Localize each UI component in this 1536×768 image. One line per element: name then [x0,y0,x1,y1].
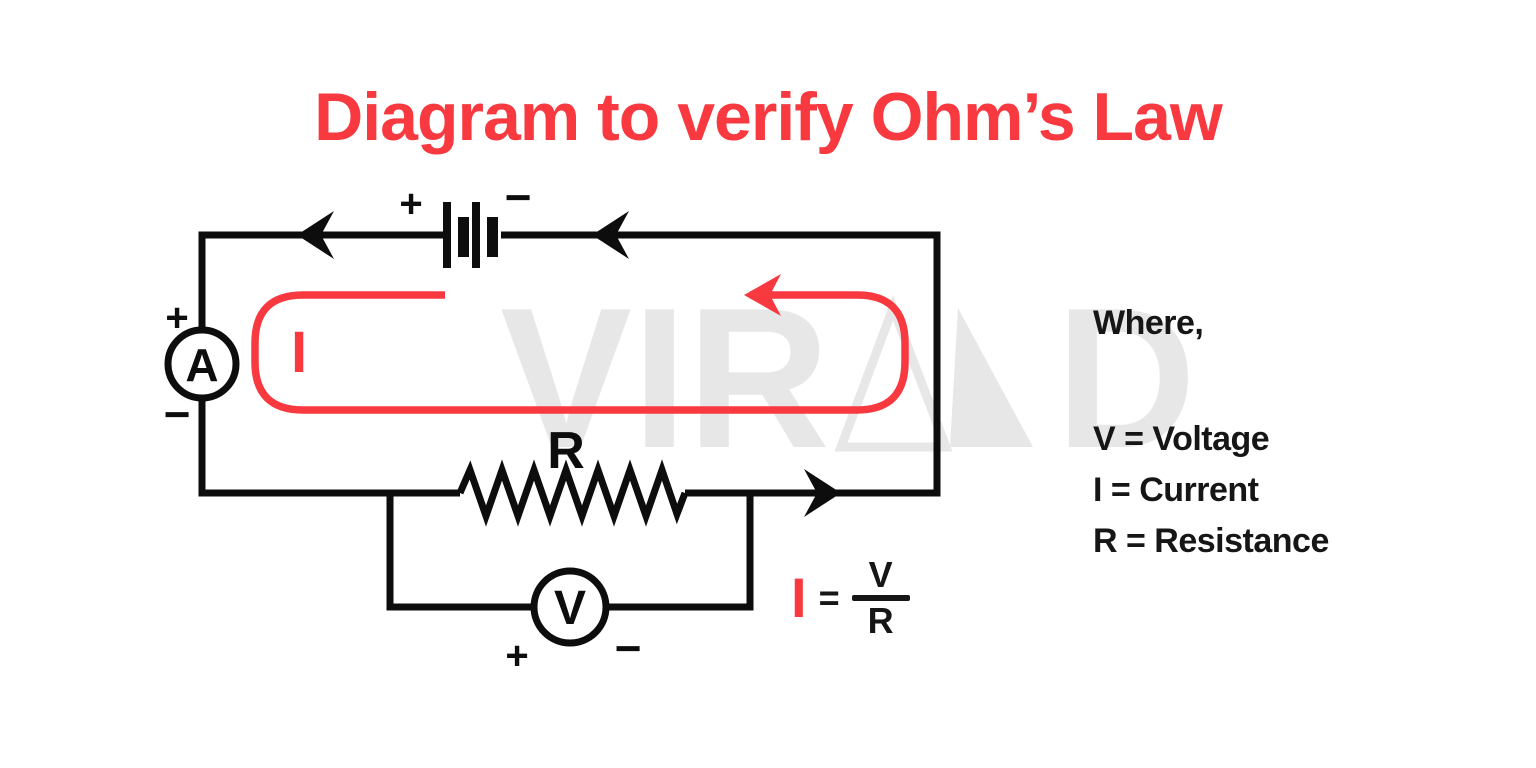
arrow-right-icon [804,469,841,517]
ammeter-minus-sign: − [164,388,191,440]
voltmeter-label: V [554,582,586,635]
battery-icon [443,202,498,268]
battery-long-plate [443,202,451,268]
formula-fraction: V R [851,554,910,641]
voltmeter-circle-icon [530,567,610,647]
legend-item-voltage: V = Voltage [1093,420,1270,458]
current-direction-arrows [297,211,841,517]
legend-item-resistance: R = Resistance [1093,522,1329,560]
current-label: I [291,320,307,385]
voltmeter-minus-sign: − [615,622,642,674]
watermark-triangle-outline-icon [834,295,953,452]
battery-plus-sign: + [399,182,422,226]
battery-minus-sign: − [505,171,532,223]
legend: Where, V = Voltage I = Current R = Resis… [1093,304,1329,567]
ammeter-label: A [185,339,218,391]
watermark-text-left: VIR [500,267,830,490]
legend-item-current: I = Current [1093,471,1259,509]
ammeter: A + − [164,296,240,440]
voltmeter-plus-sign: + [505,634,528,678]
wire-right-loop [501,231,941,497]
current-loop: I [251,274,909,414]
formula-current-symbol: I [791,566,807,629]
voltmeter: V + − [505,567,642,678]
battery-short-plate [458,217,469,257]
formula-fraction-bar [851,595,910,601]
watermark-text-right: D [1056,267,1196,490]
arrow-left-icon [592,211,629,259]
page-title: Diagram to verify Ohm’s Law [314,79,1223,155]
formula-equals-sign: = [818,577,840,618]
wire-left-loop [198,231,460,497]
formula-numerator: V [868,554,893,595]
resistor-label: R [547,422,585,480]
battery-long-plate [472,202,480,268]
formula-denominator: R [867,600,894,641]
battery-short-plate [487,217,498,257]
current-loop-arrow-icon [744,274,781,316]
legend-heading: Where, [1093,304,1204,342]
resistor-zigzag [456,459,689,527]
ammeter-circle-icon [164,326,240,402]
ohms-law-formula: I = V R [791,554,910,641]
current-loop-path [251,291,909,414]
watermark-logo: VIR D [500,267,1196,490]
watermark-triangle-solid-icon [950,308,1033,447]
ammeter-plus-sign: + [165,296,188,340]
arrow-left-icon [297,211,334,259]
